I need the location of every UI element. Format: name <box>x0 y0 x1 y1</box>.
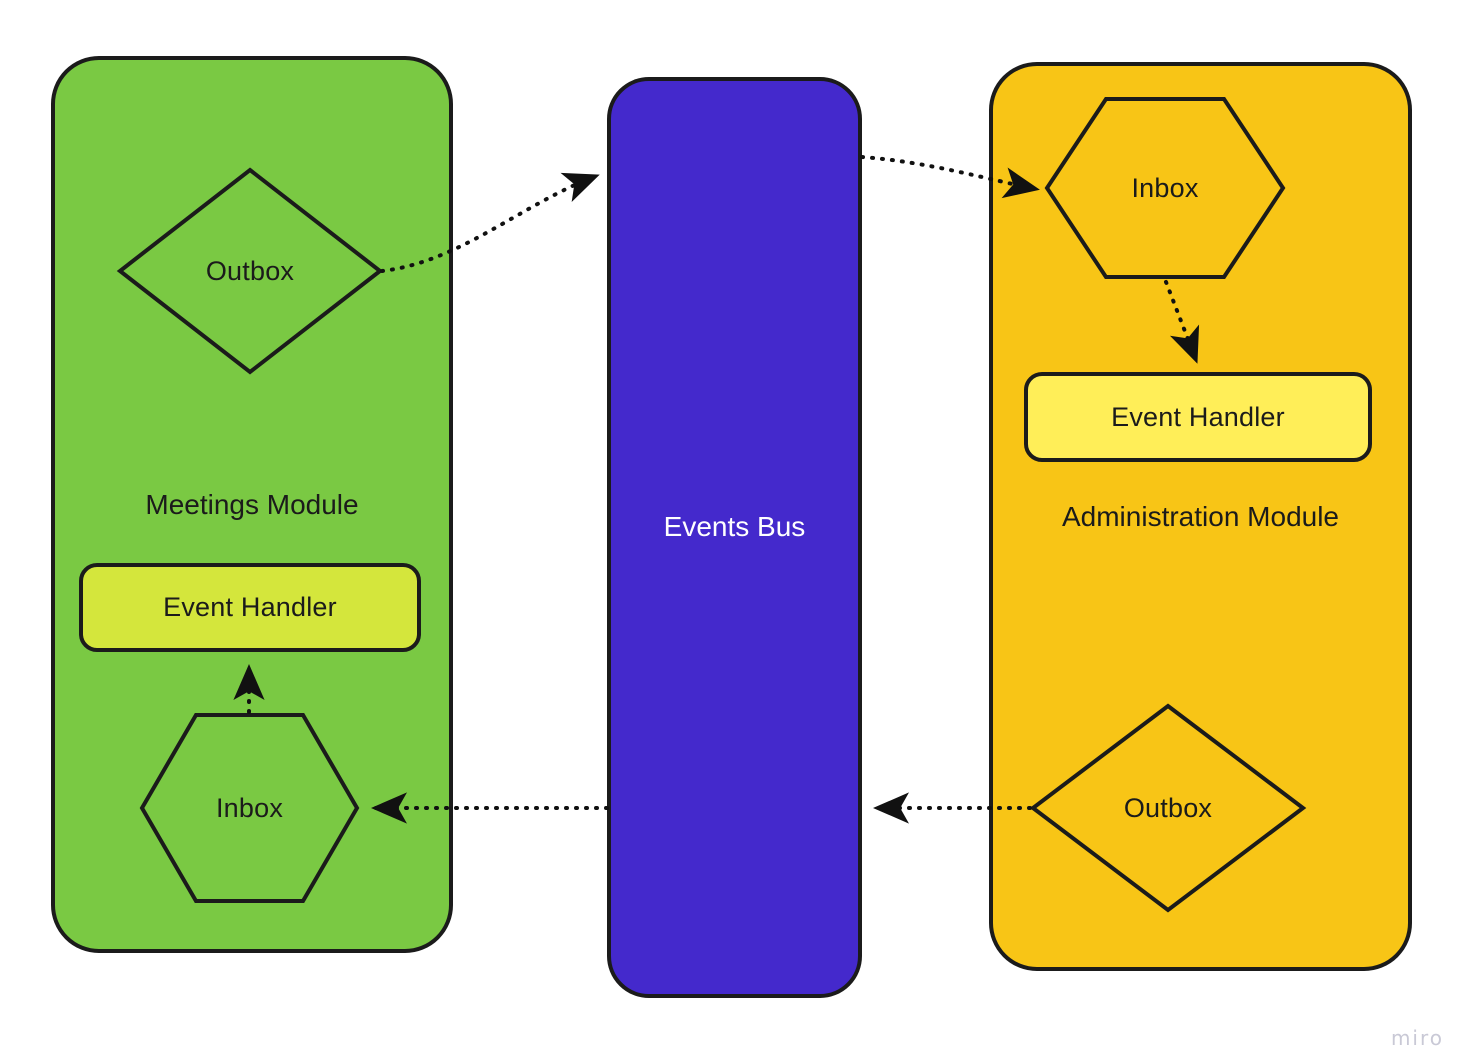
connection-meetings-outbox-to-bus[interactable] <box>380 172 600 273</box>
module-events-bus-label: Events Bus <box>663 511 806 542</box>
module-administration-container[interactable] <box>989 62 1412 971</box>
connection-admin-inbox-to-event-handler[interactable] <box>1164 280 1200 364</box>
node-admin-event-handler-shape[interactable] <box>1024 372 1372 462</box>
module-meetings-container[interactable] <box>51 56 453 953</box>
miro-watermark: miro <box>1390 1026 1444 1050</box>
node-meetings-inbox-shape[interactable] <box>139 713 360 903</box>
module-meetings-label: Meetings Module <box>145 489 359 520</box>
node-meetings-event-handler-shape[interactable] <box>79 563 421 652</box>
connection-bus-to-admin-inbox[interactable] <box>860 155 1040 199</box>
node-meetings-outbox-shape[interactable] <box>116 167 384 375</box>
module-administration-label: Administration Module <box>1061 501 1340 532</box>
node-admin-inbox-shape[interactable] <box>1044 97 1286 279</box>
module-events-bus-container[interactable] <box>607 77 862 998</box>
node-admin-outbox-shape[interactable] <box>1029 703 1307 913</box>
